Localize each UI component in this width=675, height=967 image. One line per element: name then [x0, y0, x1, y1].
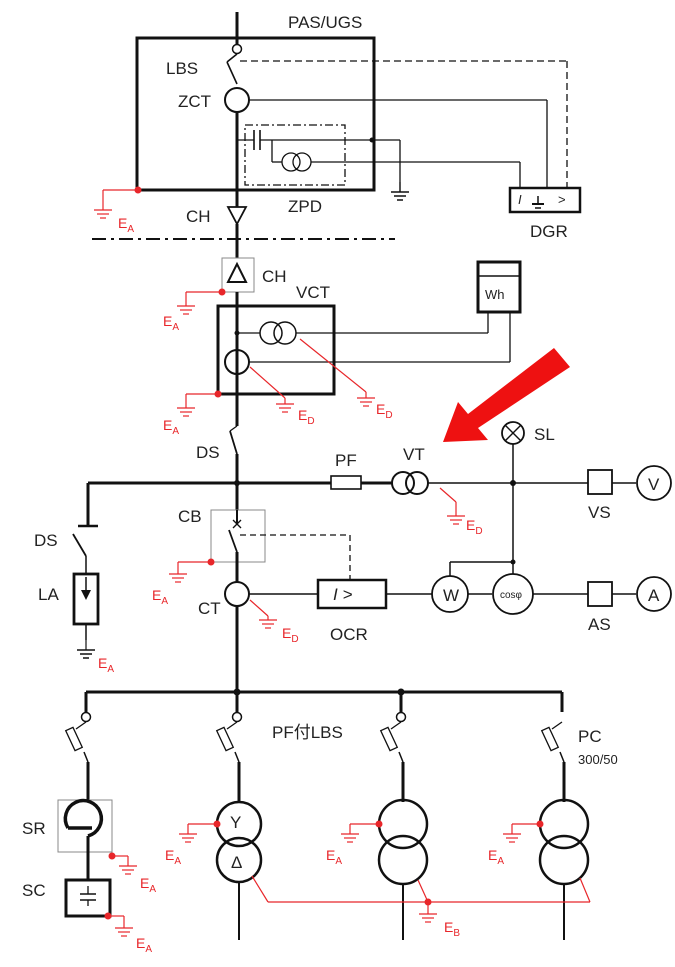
lbs-label: LBS: [166, 59, 198, 78]
pf-lbs-1: [64, 726, 84, 752]
voltmeter: [636, 465, 672, 501]
pas-ugs-label: PAS/UGS: [288, 13, 362, 32]
pas-ugs-section: PAS/UGS LBS ZCT ZPD: [93, 12, 568, 235]
feeder-transformer-2: EA: [326, 692, 429, 940]
lbs-switch: [226, 61, 238, 85]
pf-lbs-2: [215, 726, 235, 752]
cb-label: CB: [178, 507, 202, 526]
earth-label-ea-8: EA: [165, 847, 181, 867]
highlight-arrow: [443, 348, 570, 442]
feeder-sr-sc: SR EA SC EA: [22, 692, 156, 955]
cb-breaker: [228, 529, 238, 553]
earth-label-ea-5: EA: [152, 587, 168, 607]
earth-label-ed-1: ED: [376, 401, 393, 421]
svg-text:cosφ: cosφ: [500, 590, 523, 601]
ammeter: [636, 576, 672, 612]
ch2-box: [221, 257, 255, 293]
ct-symbol: [224, 581, 250, 607]
vs-label: VS: [588, 503, 611, 522]
earth-label-ea-10: EA: [488, 847, 504, 867]
earth-label-ed-4: ED: [282, 625, 299, 645]
vct-label: VCT: [296, 283, 330, 302]
earth-label-ea-1: EA: [118, 215, 134, 235]
earth-label-ed-3: ED: [466, 517, 483, 537]
pflbs-label: PF付LBS: [272, 723, 343, 742]
ds1-switch: [229, 430, 238, 455]
cb-ct-section: CB EA CT ED I > OCR W cosφ: [152, 507, 672, 692]
earth-label-eb: EB: [444, 919, 460, 939]
pc-cutout: [540, 726, 560, 752]
earth-label-ea-6: EA: [140, 875, 156, 895]
ds1-label: DS: [196, 443, 220, 462]
ct-label: CT: [198, 599, 221, 618]
dgr-relay: I > DGR: [508, 186, 582, 241]
svg-text:Wh: Wh: [485, 287, 505, 302]
earth-label-ea-7: EA: [136, 935, 152, 955]
incoming-section: CH EA VCT ED ED EA Wh: [163, 224, 522, 437]
svg-text:I >: I >: [333, 585, 352, 604]
feeder-transformer-1: Y Δ EA: [165, 692, 263, 940]
ch1-cable-head: CH: [186, 190, 248, 226]
la-branch: DS LA EA: [34, 483, 114, 675]
svg-text:Δ: Δ: [231, 853, 242, 872]
la-label: LA: [38, 585, 59, 604]
svg-text:W: W: [443, 586, 459, 605]
vs-switch: [587, 469, 613, 495]
sc-capacitor: [64, 878, 112, 918]
as-label: AS: [588, 615, 611, 634]
ds2-label: DS: [34, 531, 58, 550]
svg-text:I: I: [518, 192, 522, 207]
svg-text:CH: CH: [186, 207, 211, 226]
sc-label: SC: [22, 881, 46, 900]
sl-label: SL: [534, 425, 555, 444]
svg-text:A: A: [648, 586, 660, 605]
ds2-switch: [72, 533, 87, 557]
feeder-transformer-3: EA: [488, 692, 590, 940]
pc-rating-label: 300/50: [578, 752, 618, 767]
svg-text:Y: Y: [230, 813, 241, 832]
ocr-label: OCR: [330, 625, 368, 644]
zct-label: ZCT: [178, 92, 211, 111]
earth-label-ea-3: EA: [163, 417, 179, 437]
ch2-label: CH: [262, 267, 287, 286]
earth-label-ea-9: EA: [326, 847, 342, 867]
dgr-label: DGR: [530, 222, 568, 241]
earth-label-ea-4: EA: [98, 655, 114, 675]
ds-bus-section: DS PF VT ED SL VS V: [88, 421, 672, 562]
zpd-label: ZPD: [288, 197, 322, 216]
earth-label-ed-2: ED: [298, 407, 315, 427]
earth-label-ea-2: EA: [163, 313, 179, 333]
feeder-bus: PF付LBS PC 300/50: [86, 688, 618, 767]
pf-fuse: [330, 475, 362, 490]
zct-symbol: [224, 87, 250, 113]
transformer-2: [377, 834, 429, 886]
as-switch: [587, 581, 613, 607]
svg-text:V: V: [648, 475, 660, 494]
lbs-contact: [231, 43, 243, 55]
transformer-3: [538, 834, 590, 886]
sr-label: SR: [22, 819, 46, 838]
pf-label: PF: [335, 451, 357, 470]
zpd-box: [244, 124, 346, 186]
pas-ugs-box: [135, 36, 376, 192]
vt-label: VT: [403, 445, 425, 464]
svg-text:>: >: [558, 192, 566, 207]
pf-lbs-3: [379, 726, 399, 752]
eb-earth: EB: [251, 875, 591, 939]
wh-meter: [476, 260, 522, 314]
pc-label: PC: [578, 727, 602, 746]
vct-box: [216, 304, 336, 396]
